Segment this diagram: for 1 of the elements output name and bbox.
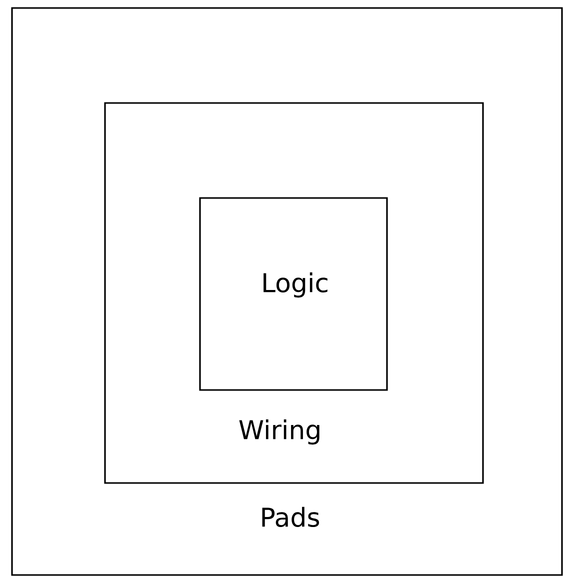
logic-box: Logic	[199, 197, 388, 391]
